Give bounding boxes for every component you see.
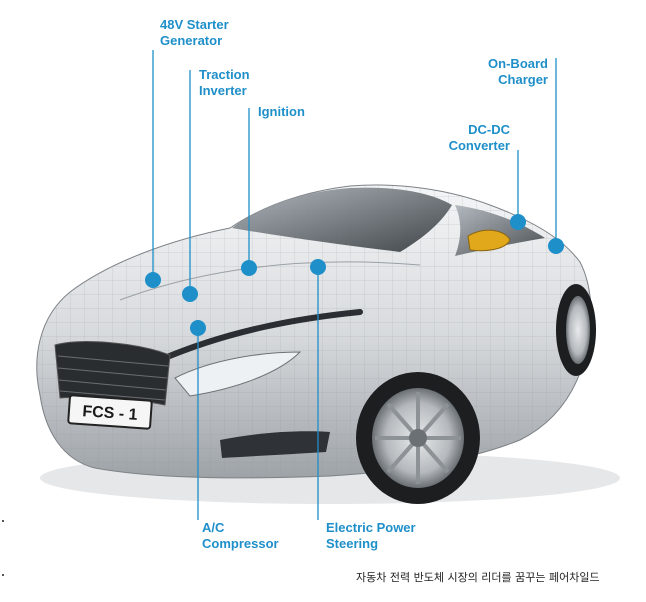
license-plate-text: FCS - 1: [82, 403, 138, 424]
ac-compressor-label: A/C Compressor: [202, 520, 279, 551]
power-steering-dot: [310, 259, 326, 275]
grille-bars: [57, 355, 169, 401]
power-steering-label: Electric Power Steering: [326, 520, 416, 551]
callout-lines: [152, 50, 557, 520]
rear-wheel: [556, 284, 596, 376]
ignition-dot: [241, 260, 257, 276]
dcdc-converter-dot: [510, 214, 526, 230]
figure-caption: 자동차 전력 반도체 시장의 리더를 꿈꾸는 페어차일드: [356, 571, 600, 584]
onboard-charger-dot: [548, 238, 564, 254]
side-mirror: [467, 229, 511, 252]
traction-inverter-label: Traction Inverter: [199, 67, 250, 98]
traction-inverter-dot: [182, 286, 198, 302]
windshield: [232, 187, 452, 252]
front-wheel: [356, 372, 480, 504]
onboard-charger-label: On-Board Charger: [488, 56, 548, 87]
lower-intake: [220, 431, 330, 458]
license-plate: FCS - 1: [67, 394, 153, 430]
starter-generator-label: 48V Starter Generator: [160, 17, 229, 48]
ac-compressor-dot: [190, 320, 206, 336]
starter-generator-dot: [145, 272, 161, 288]
headlight: [174, 351, 302, 397]
ignition-label: Ignition: [258, 104, 305, 119]
margin-marks: [2, 520, 4, 576]
side-vent-line: [157, 309, 363, 363]
dcdc-converter-label: DC-DC Converter: [448, 122, 510, 153]
callout-dots: [145, 214, 564, 336]
